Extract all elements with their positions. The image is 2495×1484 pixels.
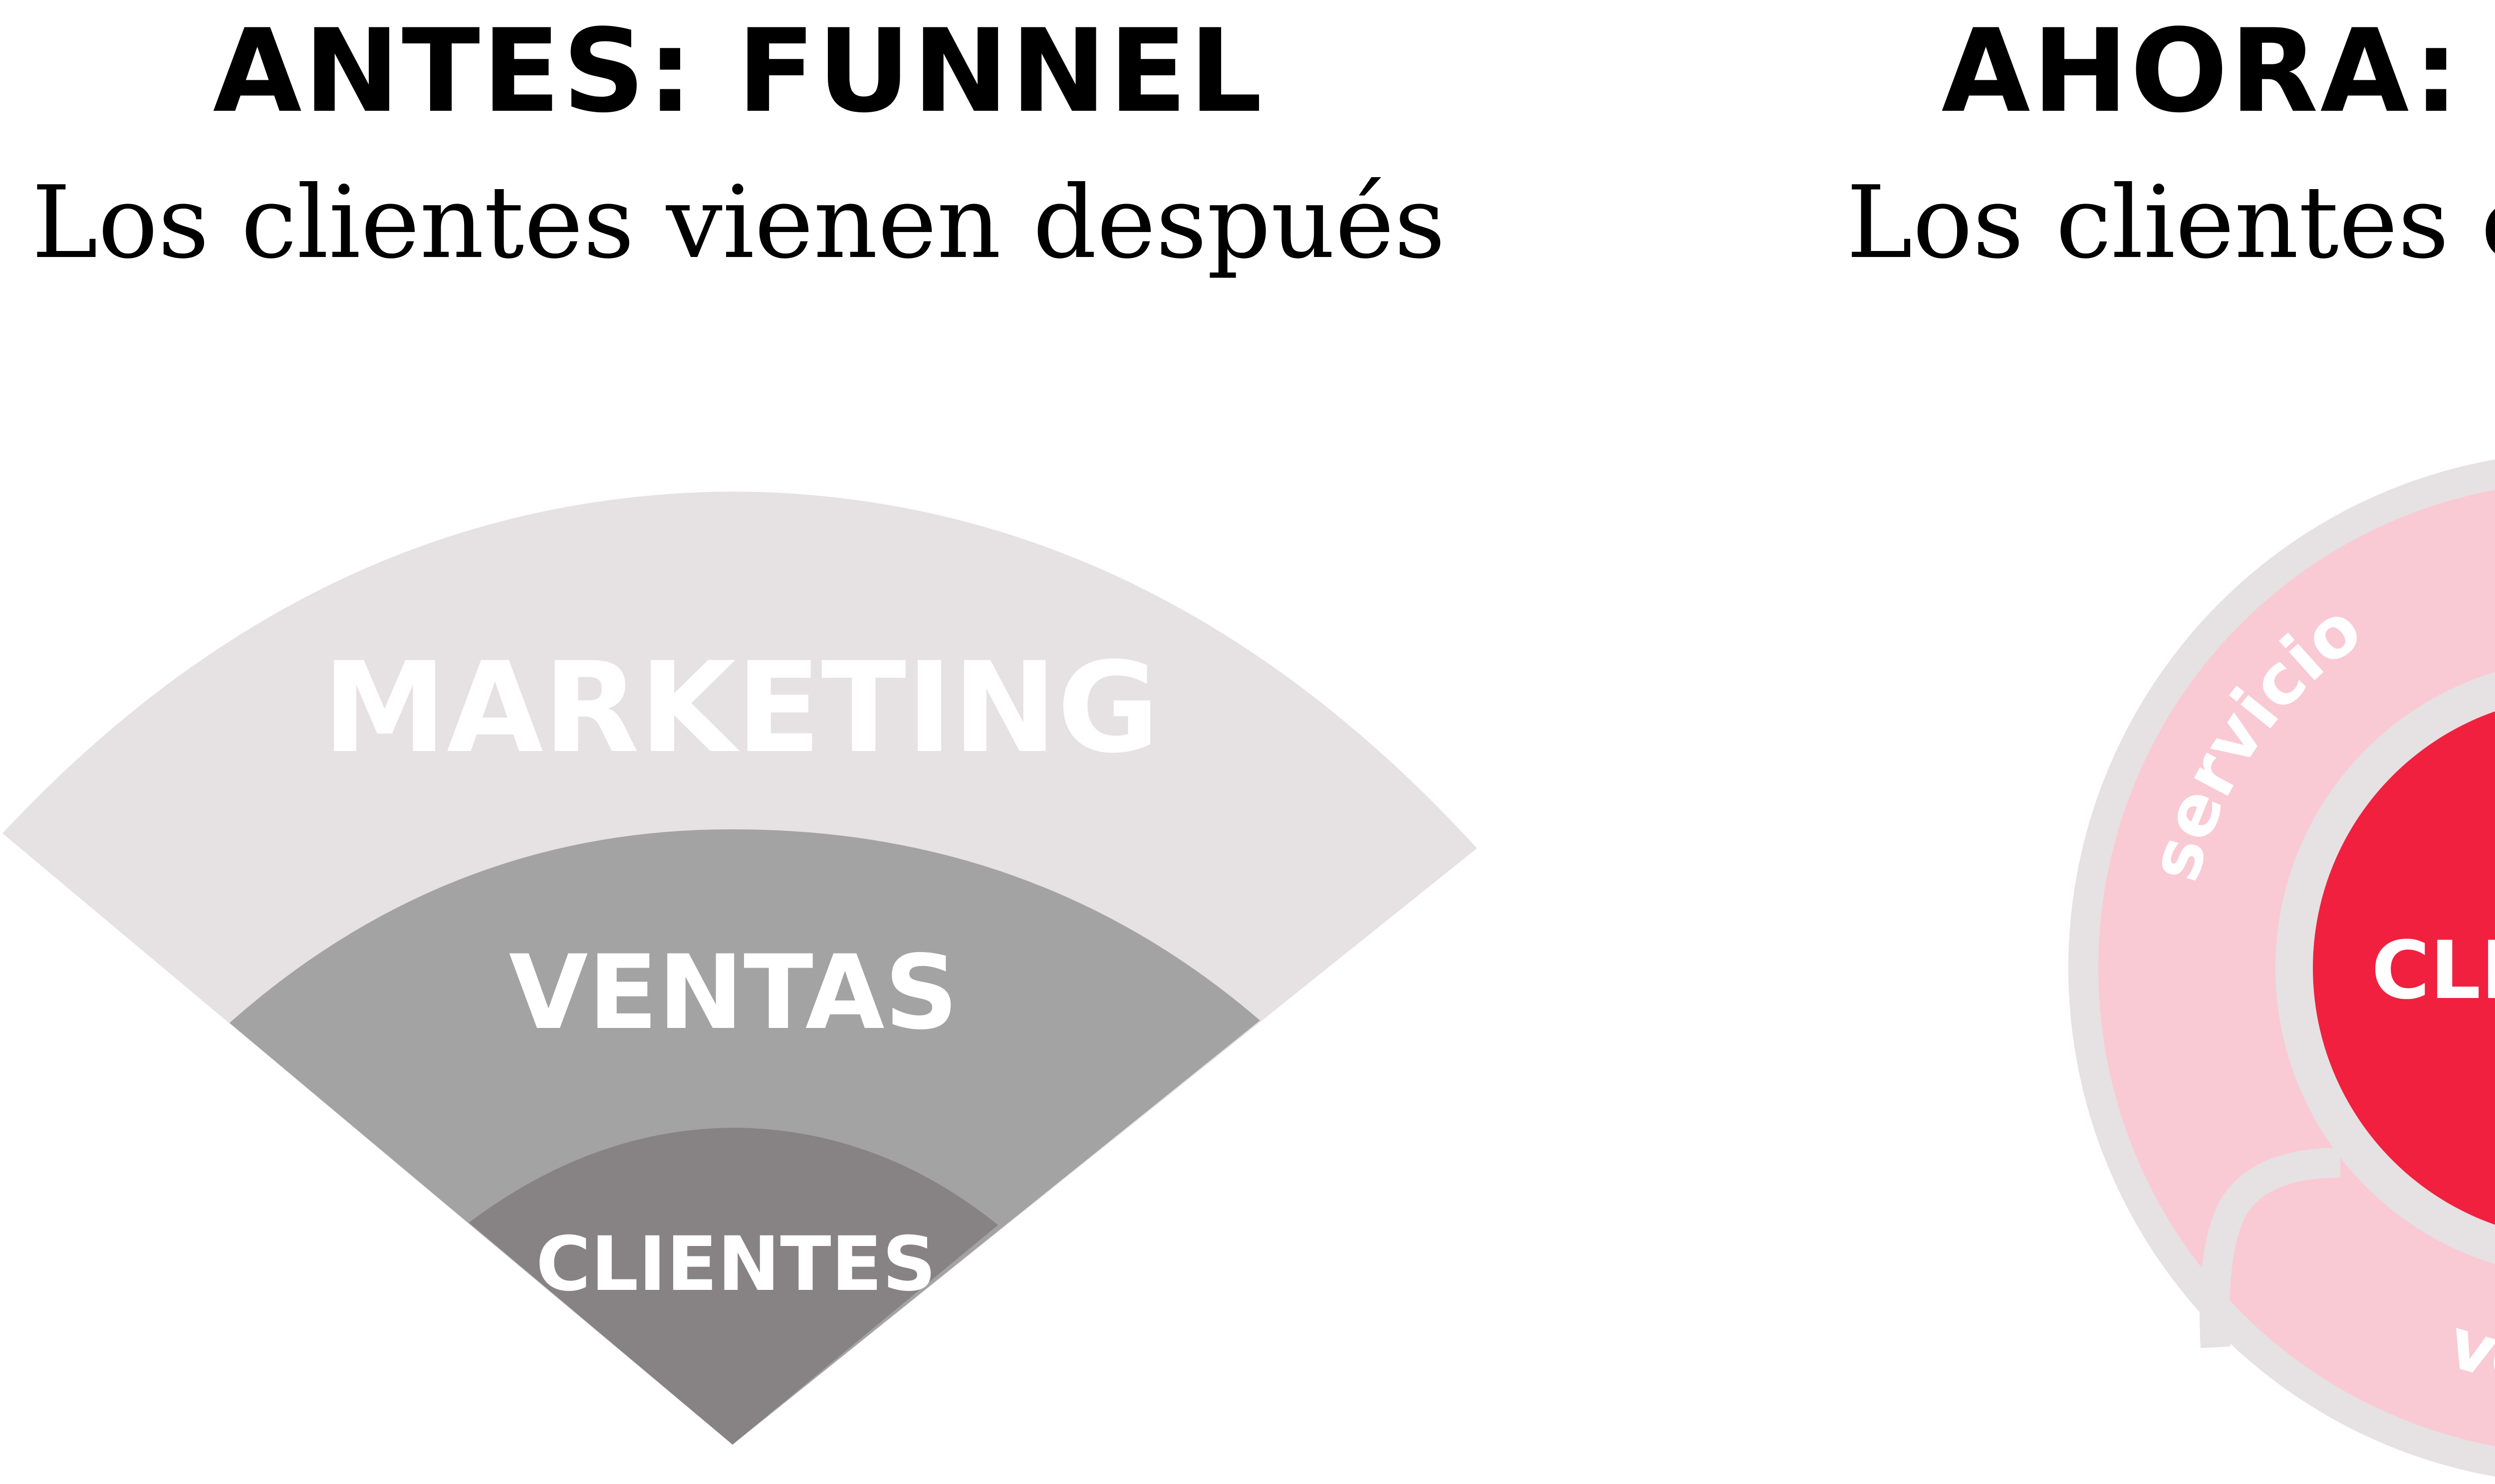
funnel-label-clientes: CLIENTES [536, 1221, 936, 1308]
funnel-label-ventas: VENTAS [509, 934, 958, 1052]
funnel-layer-clientes [469, 1128, 998, 1445]
funnel-label-marketing: MARKETING [322, 635, 1159, 780]
flywheel-center [2313, 711, 2495, 1225]
funnel-diagram: MARKETING VENTAS CLIENTES [2, 492, 1477, 1445]
flywheel-diagram: CLIENTES servicio marketing ventas [2068, 459, 2495, 1477]
funnel-subtitle: Los clientes vienen después [31, 165, 1446, 281]
flywheel-subtitle: Los clientes están en el centro [1846, 165, 2495, 281]
flywheel-center-label: CLIENTES [2371, 924, 2495, 1017]
funnel-title: ANTES: FUNNEL [213, 5, 1264, 138]
flywheel-title: AHORA: FLYWHEEL [1941, 5, 2495, 138]
flywheel-divider-left [2200, 1148, 2341, 1348]
